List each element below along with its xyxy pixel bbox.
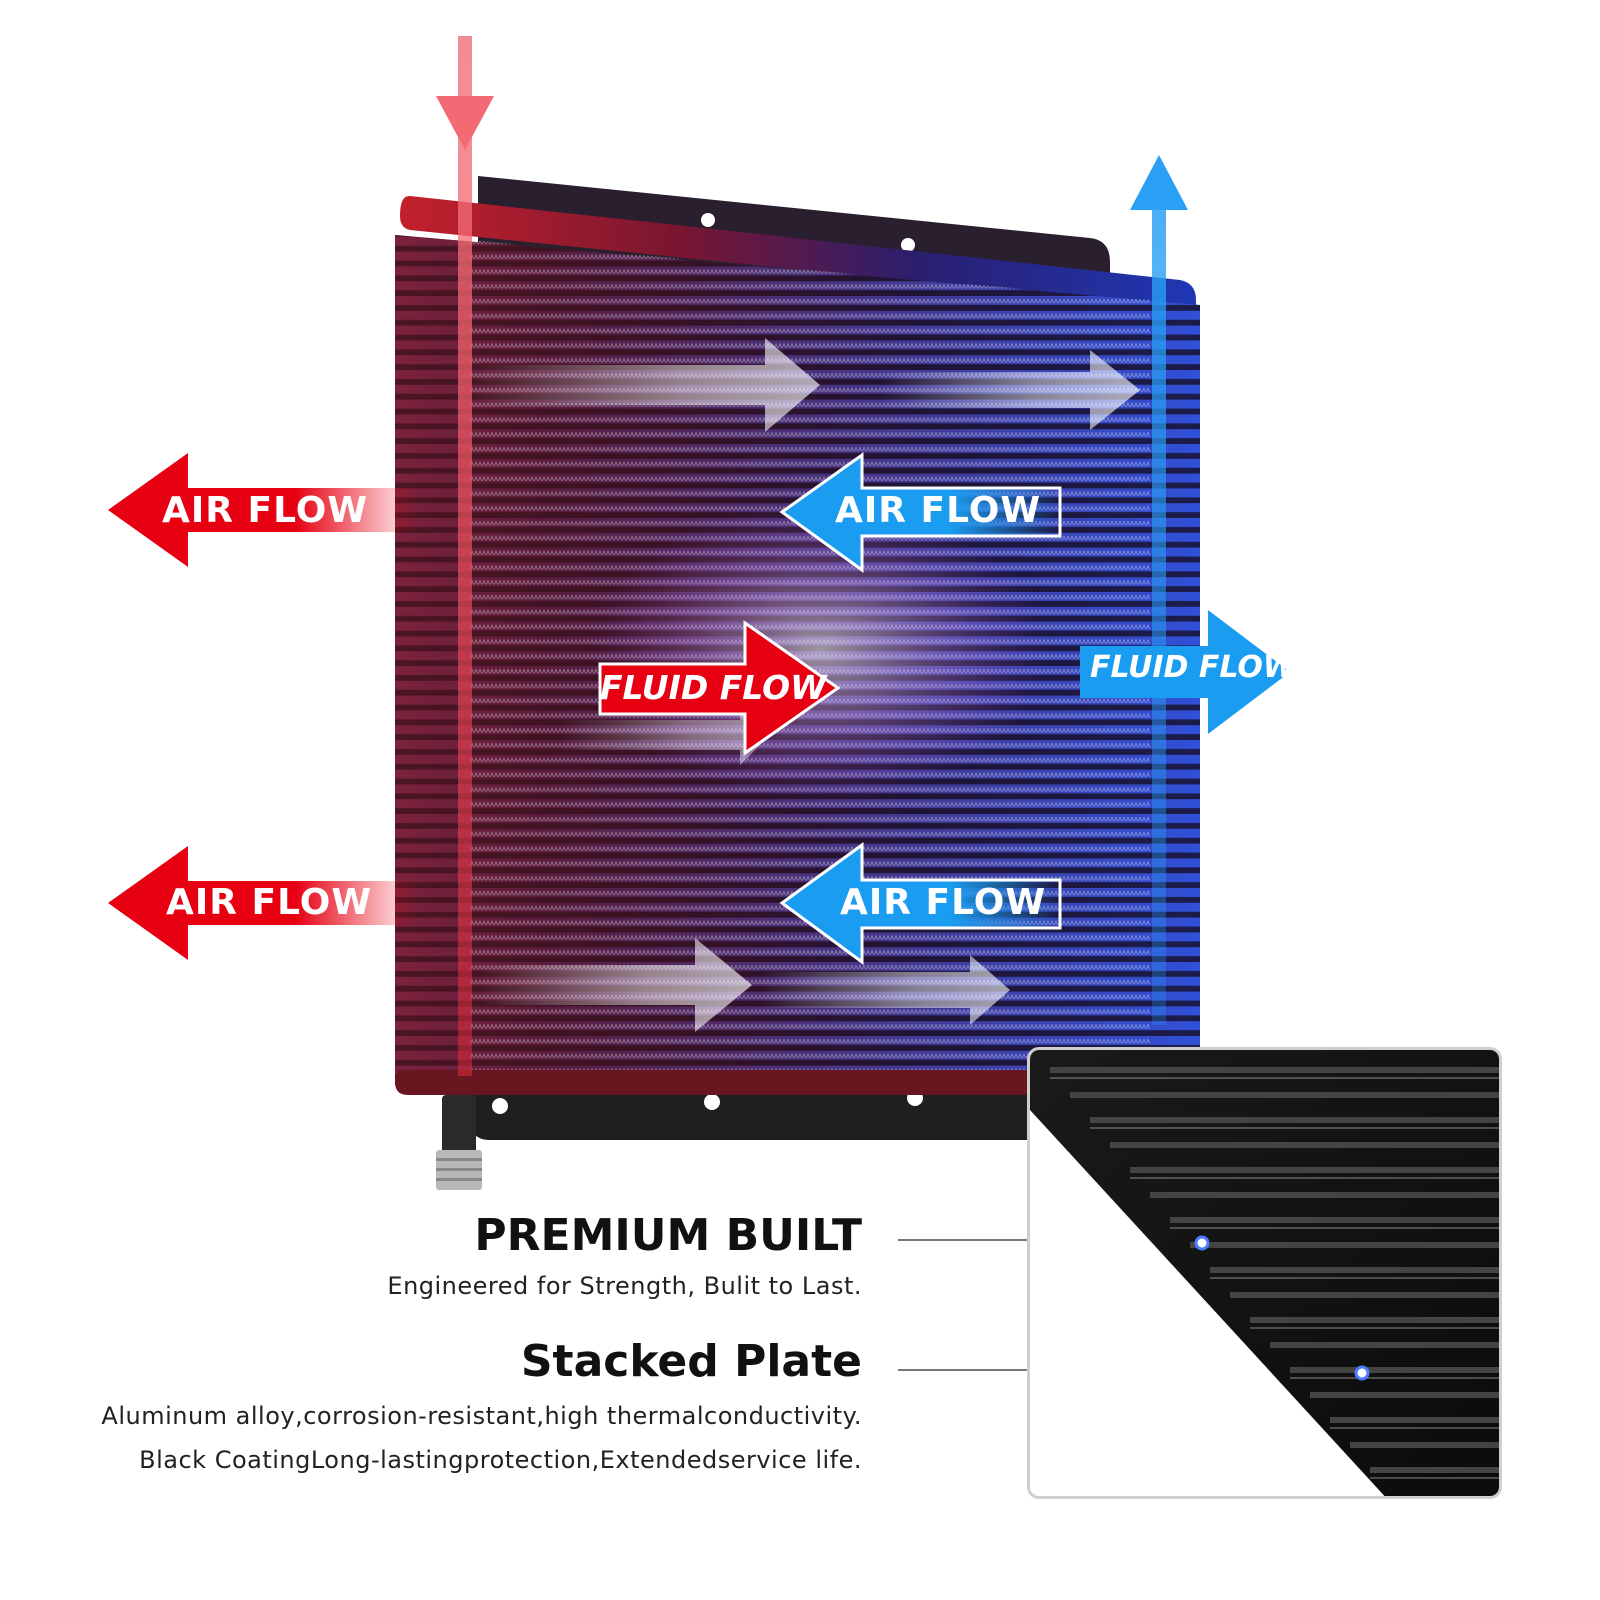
ghost-flow-arrow-top-left — [470, 338, 820, 432]
fluid-flow-label-right: FLUID FLOW — [1090, 650, 1296, 685]
stacked-plate-closeup — [1027, 1047, 1502, 1499]
feature-desc-stacked-plate-line1: Aluminum alloy,corrosion-resistant,high … — [101, 1402, 862, 1430]
feature-title-stacked-plate: Stacked Plate — [520, 1336, 862, 1387]
callout-dot-stacked — [1354, 1365, 1370, 1381]
top-tank — [400, 195, 1196, 310]
fluid-flow-arrow-center — [598, 620, 841, 756]
fluid-flow-arrow-right — [1080, 610, 1290, 734]
outlet-fitting — [436, 1095, 482, 1190]
feature-desc-premium-built: Engineered for Strength, Bulit to Last. — [387, 1272, 862, 1300]
closeup-fins-image — [1030, 1050, 1499, 1496]
air-flow-arrow-center-top — [779, 452, 1062, 573]
hot-inlet-arrow — [436, 36, 494, 1076]
fluid-flow-label-center: FLUID FLOW — [600, 668, 827, 707]
ghost-flow-arrow-mid — [560, 705, 770, 765]
feature-title-premium-built: PREMIUM BUILT — [474, 1210, 862, 1261]
feature-desc-stacked-plate-line2: Black CoatingLong-lastingprotection,Exte… — [139, 1446, 862, 1474]
ghost-flow-arrow-top-right — [880, 350, 1140, 430]
cold-outlet-arrow — [1130, 155, 1188, 1025]
air-flow-label-left-top: AIR FLOW — [162, 490, 369, 531]
ghost-flow-arrow-bottom-right — [760, 955, 1010, 1025]
air-flow-label-center-top: AIR FLOW — [835, 490, 1042, 531]
air-flow-arrow-center-bottom — [779, 842, 1062, 965]
air-flow-arrow-left-top — [108, 453, 420, 567]
bottom-tank — [395, 1070, 1070, 1095]
air-flow-arrow-left-bottom — [108, 846, 420, 960]
air-flow-label-left-bottom: AIR FLOW — [166, 882, 373, 923]
ghost-flow-arrow-bottom-left — [480, 938, 752, 1032]
air-flow-label-center-bottom: AIR FLOW — [840, 882, 1047, 923]
callout-dot-premium — [1194, 1235, 1210, 1251]
